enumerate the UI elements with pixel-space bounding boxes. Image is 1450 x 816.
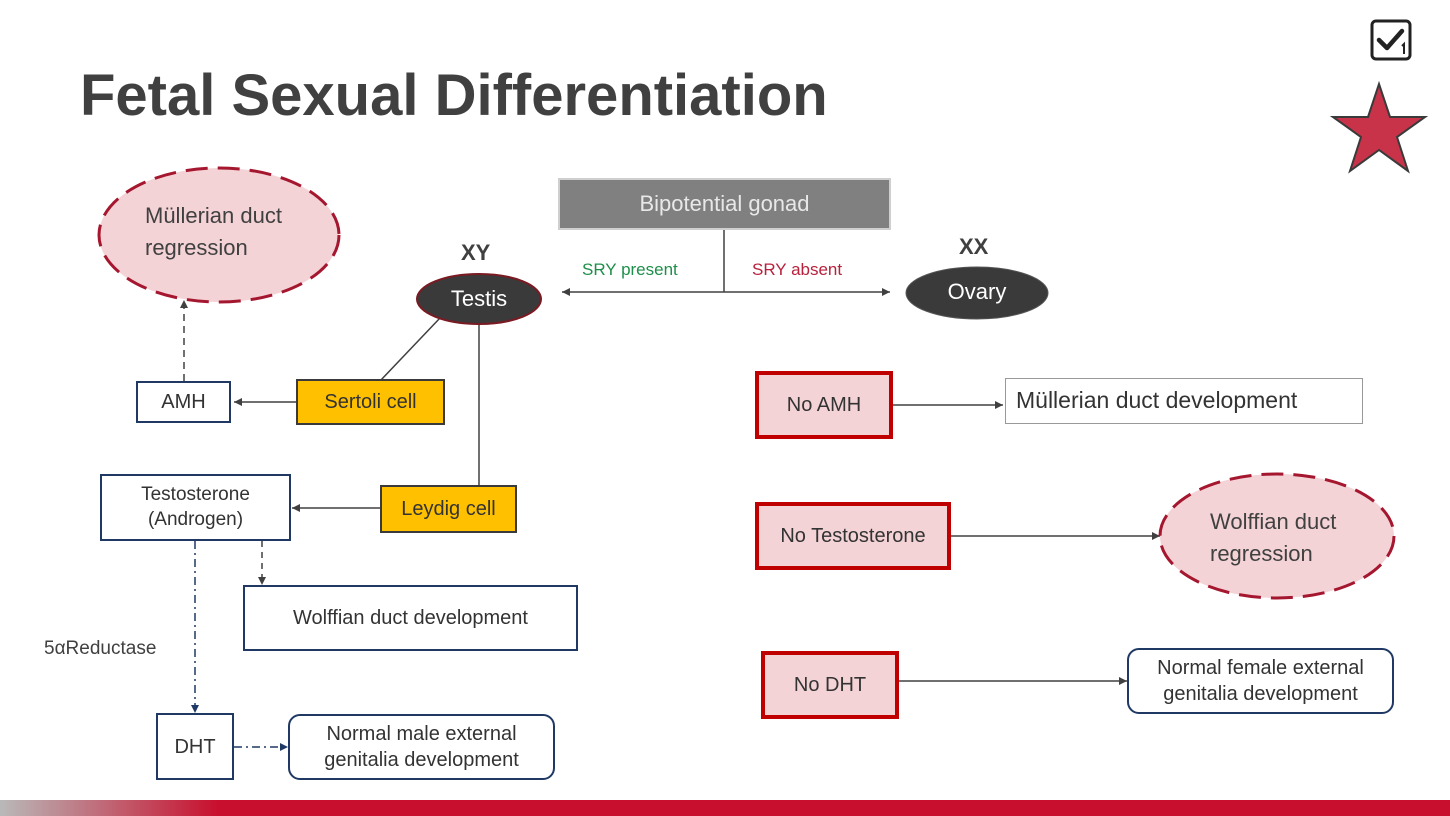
wolffian-regression-line2: regression (1210, 540, 1313, 566)
no-dht-box: No DHT (761, 651, 899, 719)
bipotential-gonad-box: Bipotential gonad (558, 178, 891, 230)
female-genitalia-line1: Normal female external (1157, 657, 1364, 679)
mullerian-regression-ellipse (97, 166, 341, 304)
ovary-node (905, 266, 1049, 320)
no-amh-box: No AMH (755, 371, 893, 439)
leydig-cell-box: Leydig cell (380, 485, 517, 533)
mullerian-development-box: Müllerian duct development (1005, 378, 1363, 424)
sry-present-label: SRY present (582, 260, 678, 279)
testosterone-box: Testosterone (Androgen) (100, 474, 291, 541)
reductase-label: 5αReductase (44, 638, 157, 659)
dht-box: DHT (156, 713, 234, 780)
mullerian-regression-line2: regression (145, 234, 248, 260)
female-genitalia-box: Normal female external genitalia develop… (1127, 648, 1394, 714)
mullerian-regression-label: Müllerian duct regression (145, 200, 282, 264)
female-genitalia-line2: genitalia development (1163, 683, 1358, 705)
slide-title: Fetal Sexual Differentiation (80, 63, 828, 128)
sertoli-cell-box: Sertoli cell (296, 379, 445, 425)
checkbox-icon[interactable] (1370, 19, 1412, 61)
male-genitalia-line1: Normal male external (326, 723, 517, 745)
xx-label: XX (959, 234, 989, 259)
male-genitalia-line2: genitalia development (324, 749, 519, 771)
amh-box: AMH (136, 381, 231, 423)
testis-label: Testis (450, 286, 508, 311)
ovary-label: Ovary (947, 279, 1007, 304)
testis-node (416, 273, 542, 325)
sry-absent-label: SRY absent (752, 260, 843, 279)
wolffian-regression-line1: Wolffian duct (1210, 509, 1337, 534)
no-testosterone-box: No Testosterone (755, 502, 951, 570)
mullerian-regression-line1: Müllerian duct (145, 203, 282, 228)
wolffian-regression-ellipse (1158, 472, 1396, 600)
bottom-accent-bar (0, 800, 1450, 816)
wolffian-regression-label: Wolffian duct regression (1210, 506, 1336, 570)
star-icon (1329, 80, 1429, 174)
testosterone-line2: (Androgen) (147, 508, 244, 530)
male-genitalia-box: Normal male external genitalia developme… (288, 714, 555, 780)
xy-label: XY (461, 240, 491, 265)
wolffian-development-box: Wolffian duct development (243, 585, 578, 651)
testosterone-line1: Testosterone (141, 483, 250, 505)
